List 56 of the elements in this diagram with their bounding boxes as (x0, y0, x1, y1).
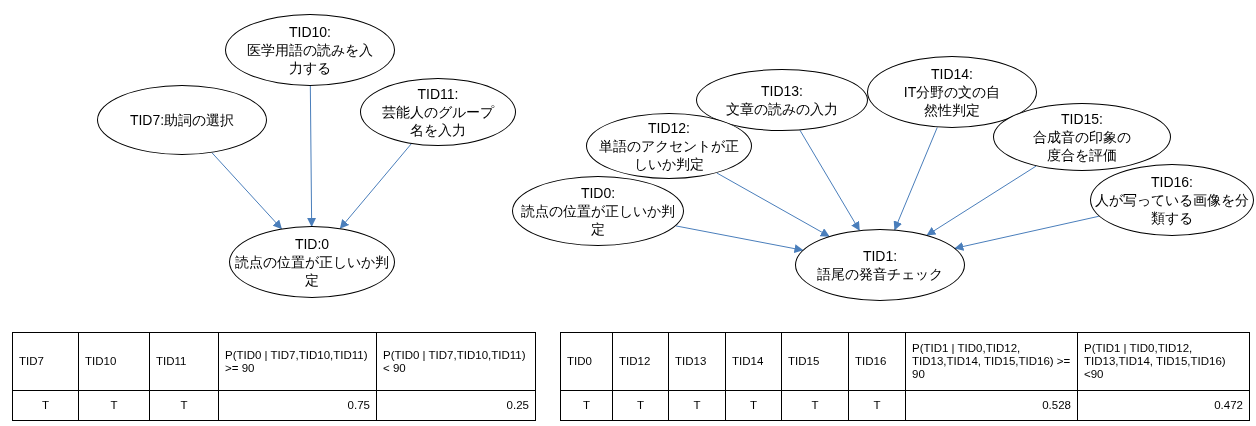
node-title: TID16: (1151, 173, 1193, 191)
node-title: TID0: (580, 184, 616, 202)
state-value: T (725, 390, 782, 421)
arrow (926, 165, 1037, 236)
node-label: 単語のアクセントが正しいか判定 (598, 137, 740, 173)
state-value: T (78, 390, 150, 421)
node-title: TID12: (648, 119, 690, 137)
node-label: IT分野の文の自然性判定 (902, 83, 1002, 119)
column-header: TID12 (612, 332, 669, 391)
node-label: 読点の位置が正しいか判定 (234, 253, 390, 289)
node-title: TID13: (761, 82, 803, 100)
node-label: 文章の読みの入力 (726, 100, 838, 118)
node-label: 合成音の印象の度合を評価 (1032, 128, 1132, 164)
column-header: P(TID1 | TID0,TID12, TID13,TID14, TID15,TID16) >= 90 (905, 332, 1078, 391)
arrow (893, 126, 938, 231)
arrow (954, 215, 1100, 251)
arrow (675, 225, 804, 254)
state-value: T (848, 390, 906, 421)
arrow (307, 85, 317, 227)
arrow (799, 129, 860, 231)
column-header: P(TID1 | TID0,TID12, TID13,TID14, TID15,TID16) <90 (1077, 332, 1250, 391)
node-label: 芸能人のグループ名を入力 (381, 103, 496, 139)
node-label: 医学用語の読みを入力する (246, 41, 374, 77)
column-header: TID15 (781, 332, 849, 391)
probability-value: 0.75 (218, 390, 377, 421)
node-label: 読点の位置が正しいか判定 (520, 202, 676, 238)
column-header: P(TID0 | TID7,TID10,TID11) >= 90 (218, 332, 377, 391)
column-header: TID16 (848, 332, 906, 391)
column-header: P(TID0 | TID7,TID10,TID11)< 90 (376, 332, 536, 391)
probability-value: 0.528 (905, 390, 1078, 421)
state-value: T (12, 390, 79, 421)
node-title: TID14: (931, 65, 973, 83)
state-value: T (560, 390, 613, 421)
state-value: T (781, 390, 849, 421)
node-title: TID:0 (294, 235, 330, 253)
arrow (339, 143, 412, 229)
node-title: TID11: (417, 85, 459, 103)
column-header: TID11 (149, 332, 219, 391)
node-title: TID1: (862, 247, 898, 265)
state-value: T (668, 390, 726, 421)
column-header: TID10 (78, 332, 150, 391)
probability-value: 0.472 (1077, 390, 1250, 421)
state-value: T (149, 390, 219, 421)
arrow (211, 152, 282, 230)
column-header: TID0 (560, 332, 613, 391)
node-title: TID15: (1061, 110, 1103, 128)
column-header: TID13 (668, 332, 726, 391)
probability-value: 0.25 (376, 390, 536, 421)
node-label: TID7:助詞の選択 (129, 111, 235, 129)
column-header: TID14 (725, 332, 782, 391)
node-title: TID10: (289, 23, 331, 41)
column-header: TID7 (12, 332, 79, 391)
node-label: 語尾の発音チェック (817, 265, 943, 283)
state-value: T (612, 390, 669, 421)
arrow (716, 172, 830, 237)
node-label: 人が写っている画像を分類する (1094, 191, 1250, 227)
